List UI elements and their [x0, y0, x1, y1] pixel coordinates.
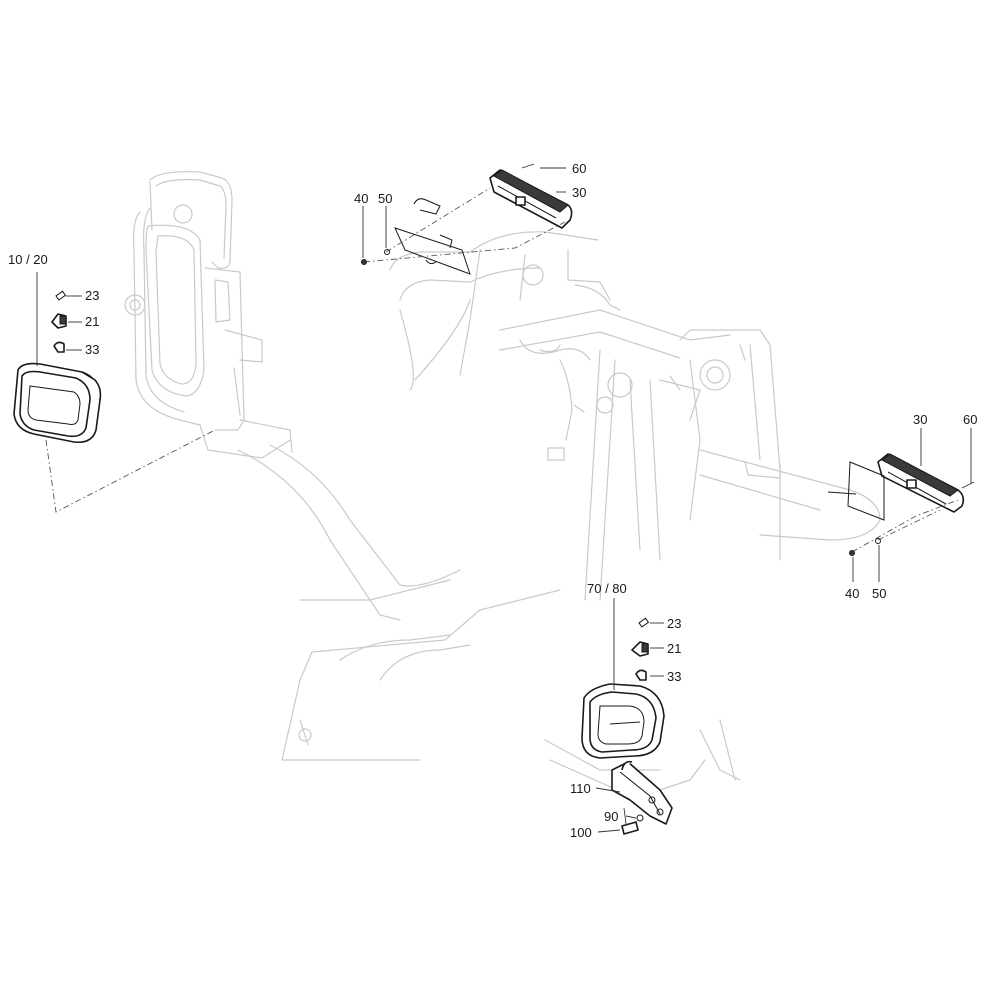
callout-33: 33 [85, 342, 99, 357]
callout-50: 50 [378, 191, 392, 206]
callout-60: 60 [572, 161, 586, 176]
callout-60: 60 [963, 412, 977, 427]
callout-40: 40 [354, 191, 368, 206]
callout-10-20: 10 / 20 [8, 252, 48, 267]
callout-50: 50 [872, 586, 886, 601]
assembly-line [851, 499, 959, 553]
washer-icon [384, 249, 390, 255]
washer-icon [636, 814, 644, 822]
bulb-icon [51, 313, 67, 329]
callout-70-80: 70 / 80 [587, 581, 627, 596]
rear-bulb-parts [631, 617, 650, 681]
nut-icon [849, 550, 855, 556]
assembly-line [363, 221, 566, 263]
callout-40: 40 [845, 586, 859, 601]
nut-icon [361, 259, 367, 265]
fuse-icon [55, 290, 67, 301]
left-bulb-parts [51, 290, 67, 353]
left-work-lamp [13, 362, 102, 444]
top-bracket [394, 198, 471, 275]
fuse-icon [638, 617, 650, 628]
top-marker-light [489, 169, 573, 229]
callout-110: 110 [570, 781, 591, 796]
callout-33: 33 [667, 669, 681, 684]
callout-21: 21 [667, 641, 681, 656]
callout-23: 23 [667, 616, 681, 631]
callout-100: 100 [570, 825, 592, 840]
washer-icon [875, 538, 881, 544]
assembly-line [45, 429, 216, 513]
right-marker-light [877, 453, 965, 513]
bolt-icon [621, 821, 639, 835]
bulb-icon [631, 641, 649, 657]
callout-30: 30 [572, 185, 586, 200]
rear-mount-bracket [611, 760, 673, 825]
leader-lines [36, 167, 972, 833]
socket-icon [635, 669, 647, 681]
right-bracket [827, 461, 885, 521]
machine-outline [124, 171, 881, 801]
callout-90: 90 [604, 809, 618, 824]
socket-icon [53, 341, 65, 353]
callout-30: 30 [913, 412, 927, 427]
rear-work-lamp [581, 683, 665, 759]
callout-23: 23 [85, 288, 99, 303]
callout-21: 21 [85, 314, 99, 329]
assembly-line [877, 509, 941, 541]
